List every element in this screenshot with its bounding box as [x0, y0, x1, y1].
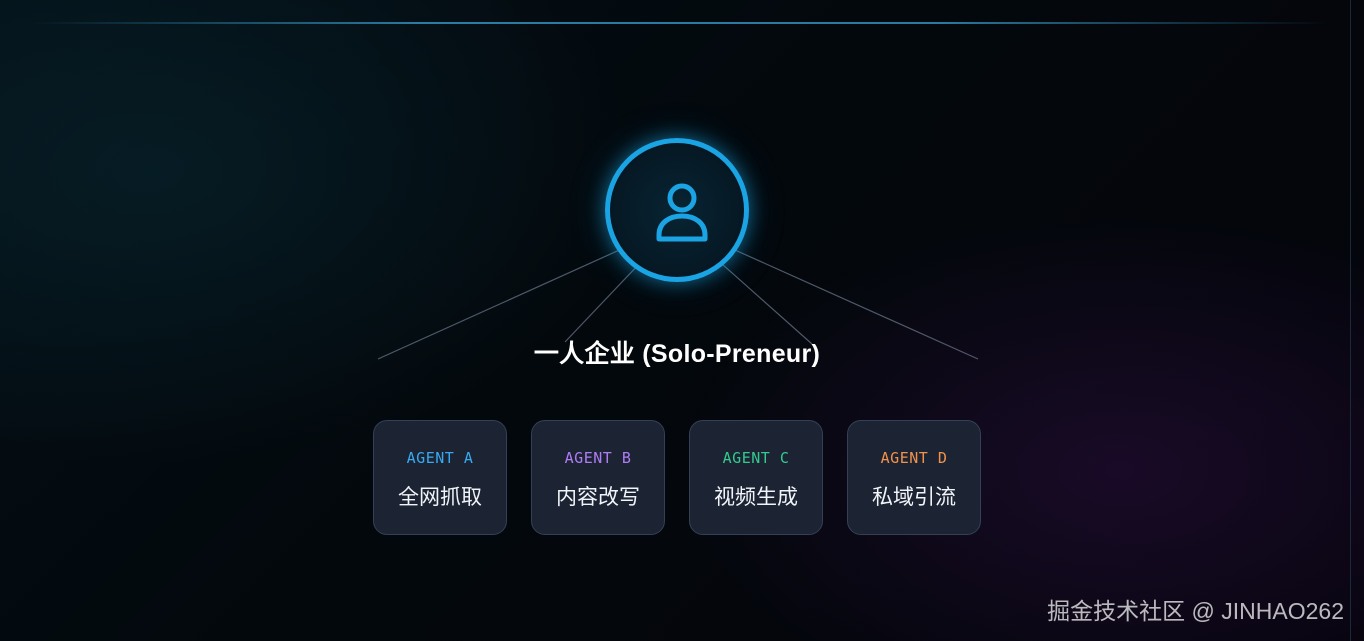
user-icon	[656, 183, 708, 242]
agent-list: AGENT A 全网抓取 AGENT B 内容改写 AGENT C 视频生成 A…	[373, 420, 981, 535]
solo-preneur-node	[605, 138, 749, 282]
agent-name: 全网抓取	[398, 486, 482, 509]
agent-code: AGENT C	[722, 449, 790, 467]
hub-title: 一人企业 (Solo-Preneur)	[533, 340, 821, 368]
watermark: 掘金技术社区 @ JINHAO262	[1047, 598, 1344, 624]
top-accent-line	[30, 22, 1330, 24]
agent-code: AGENT D	[880, 449, 948, 467]
agent-name: 视频生成	[714, 486, 798, 509]
agent-card-d: AGENT D 私域引流	[847, 420, 981, 535]
agent-code: AGENT B	[564, 449, 632, 467]
agent-code: AGENT A	[406, 449, 474, 467]
agent-name: 私域引流	[872, 486, 956, 509]
agent-card-c: AGENT C 视频生成	[689, 420, 823, 535]
agent-card-b: AGENT B 内容改写	[531, 420, 665, 535]
agent-card-a: AGENT A 全网抓取	[373, 420, 507, 535]
agent-name: 内容改写	[556, 486, 640, 509]
